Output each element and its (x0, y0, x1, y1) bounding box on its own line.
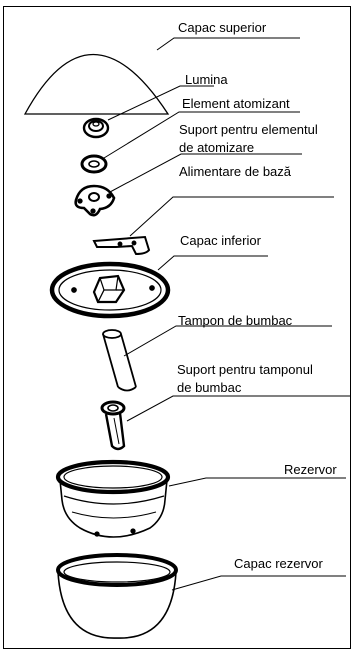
label-atomizer-holder-line1: Suport pentru elementul (179, 122, 318, 137)
atomizer-holder-part (76, 186, 114, 215)
label-base-power: Alimentare de bază (179, 164, 291, 179)
reservoir-cover-part (58, 555, 176, 638)
label-cotton-holder-line2: de bumbac (177, 380, 241, 395)
leader-reservoir-cover (172, 576, 346, 590)
label-top-cover: Capac superior (178, 20, 266, 35)
cotton-pad-part (103, 330, 136, 391)
top-cover-part (25, 55, 168, 115)
cotton-holder-part (102, 402, 124, 449)
atomizer-part (82, 156, 106, 172)
leader-reservoir (169, 478, 346, 486)
leader-top-cover (157, 38, 300, 50)
label-light: Lumina (185, 72, 228, 87)
leader-base-power (130, 197, 334, 236)
leader-cotton-holder (127, 396, 350, 421)
light-part (84, 119, 108, 137)
reservoir-part (58, 462, 168, 537)
label-atomizer: Element atomizant (182, 96, 290, 111)
leader-cotton-pad (124, 326, 332, 356)
bottom-cover-part (52, 264, 168, 316)
label-reservoir: Rezervor (284, 462, 337, 477)
label-atomizer-holder-line2: de atomizare (179, 140, 254, 155)
label-bottom-cover: Capac inferior (180, 233, 261, 248)
leader-bottom-cover (158, 256, 268, 270)
label-cotton-holder-line1: Suport pentru tamponul (177, 362, 313, 377)
label-cotton-pad: Tampon de bumbac (178, 313, 292, 328)
label-reservoir-cover: Capac rezervor (234, 556, 323, 571)
base-power-part (94, 237, 149, 254)
